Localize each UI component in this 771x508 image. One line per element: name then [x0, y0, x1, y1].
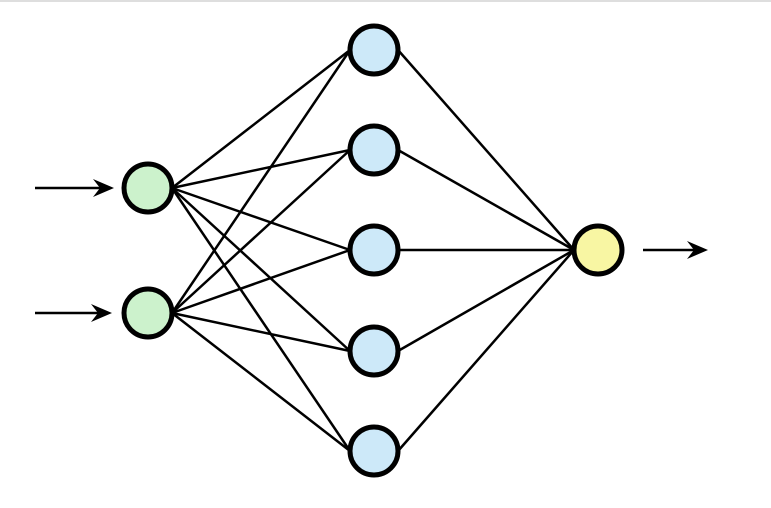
input-arrow-1-head-icon [93, 179, 114, 197]
input-arrow-2 [35, 304, 112, 322]
edge-i1-h4 [171, 187, 351, 352]
edge-h2-o1 [397, 148, 575, 252]
edge-i1-h1 [171, 49, 351, 189]
hidden-node-h1 [347, 23, 401, 77]
hidden-node-h5 [347, 424, 401, 478]
edge-i1-h2 [171, 148, 351, 190]
edge-i2-h5 [171, 312, 351, 452]
hidden-node-h4 [347, 324, 401, 378]
output-arrow [643, 241, 708, 259]
hidden-node-h3 [347, 223, 401, 277]
input-arrow-2-head-icon [91, 304, 112, 322]
edge-i2-h4 [171, 311, 351, 353]
edge-i2-h1 [170, 49, 352, 314]
hidden-node-h2 [347, 123, 401, 177]
input-node-i2 [121, 286, 175, 340]
edge-i1-h3 [171, 186, 351, 252]
edge-i1-h5 [170, 187, 352, 452]
window-top-border [0, 0, 771, 2]
edge-h4-o1 [397, 248, 575, 353]
input-node-i1 [121, 161, 175, 215]
edge-h5-o1 [397, 249, 575, 452]
output-arrow-head-icon [687, 241, 708, 259]
edge-i2-h3 [171, 248, 351, 315]
edge-i2-h2 [171, 149, 351, 314]
input-arrow-1 [35, 179, 114, 197]
output-node-o1 [571, 223, 625, 277]
edge-h1-o1 [397, 49, 575, 251]
